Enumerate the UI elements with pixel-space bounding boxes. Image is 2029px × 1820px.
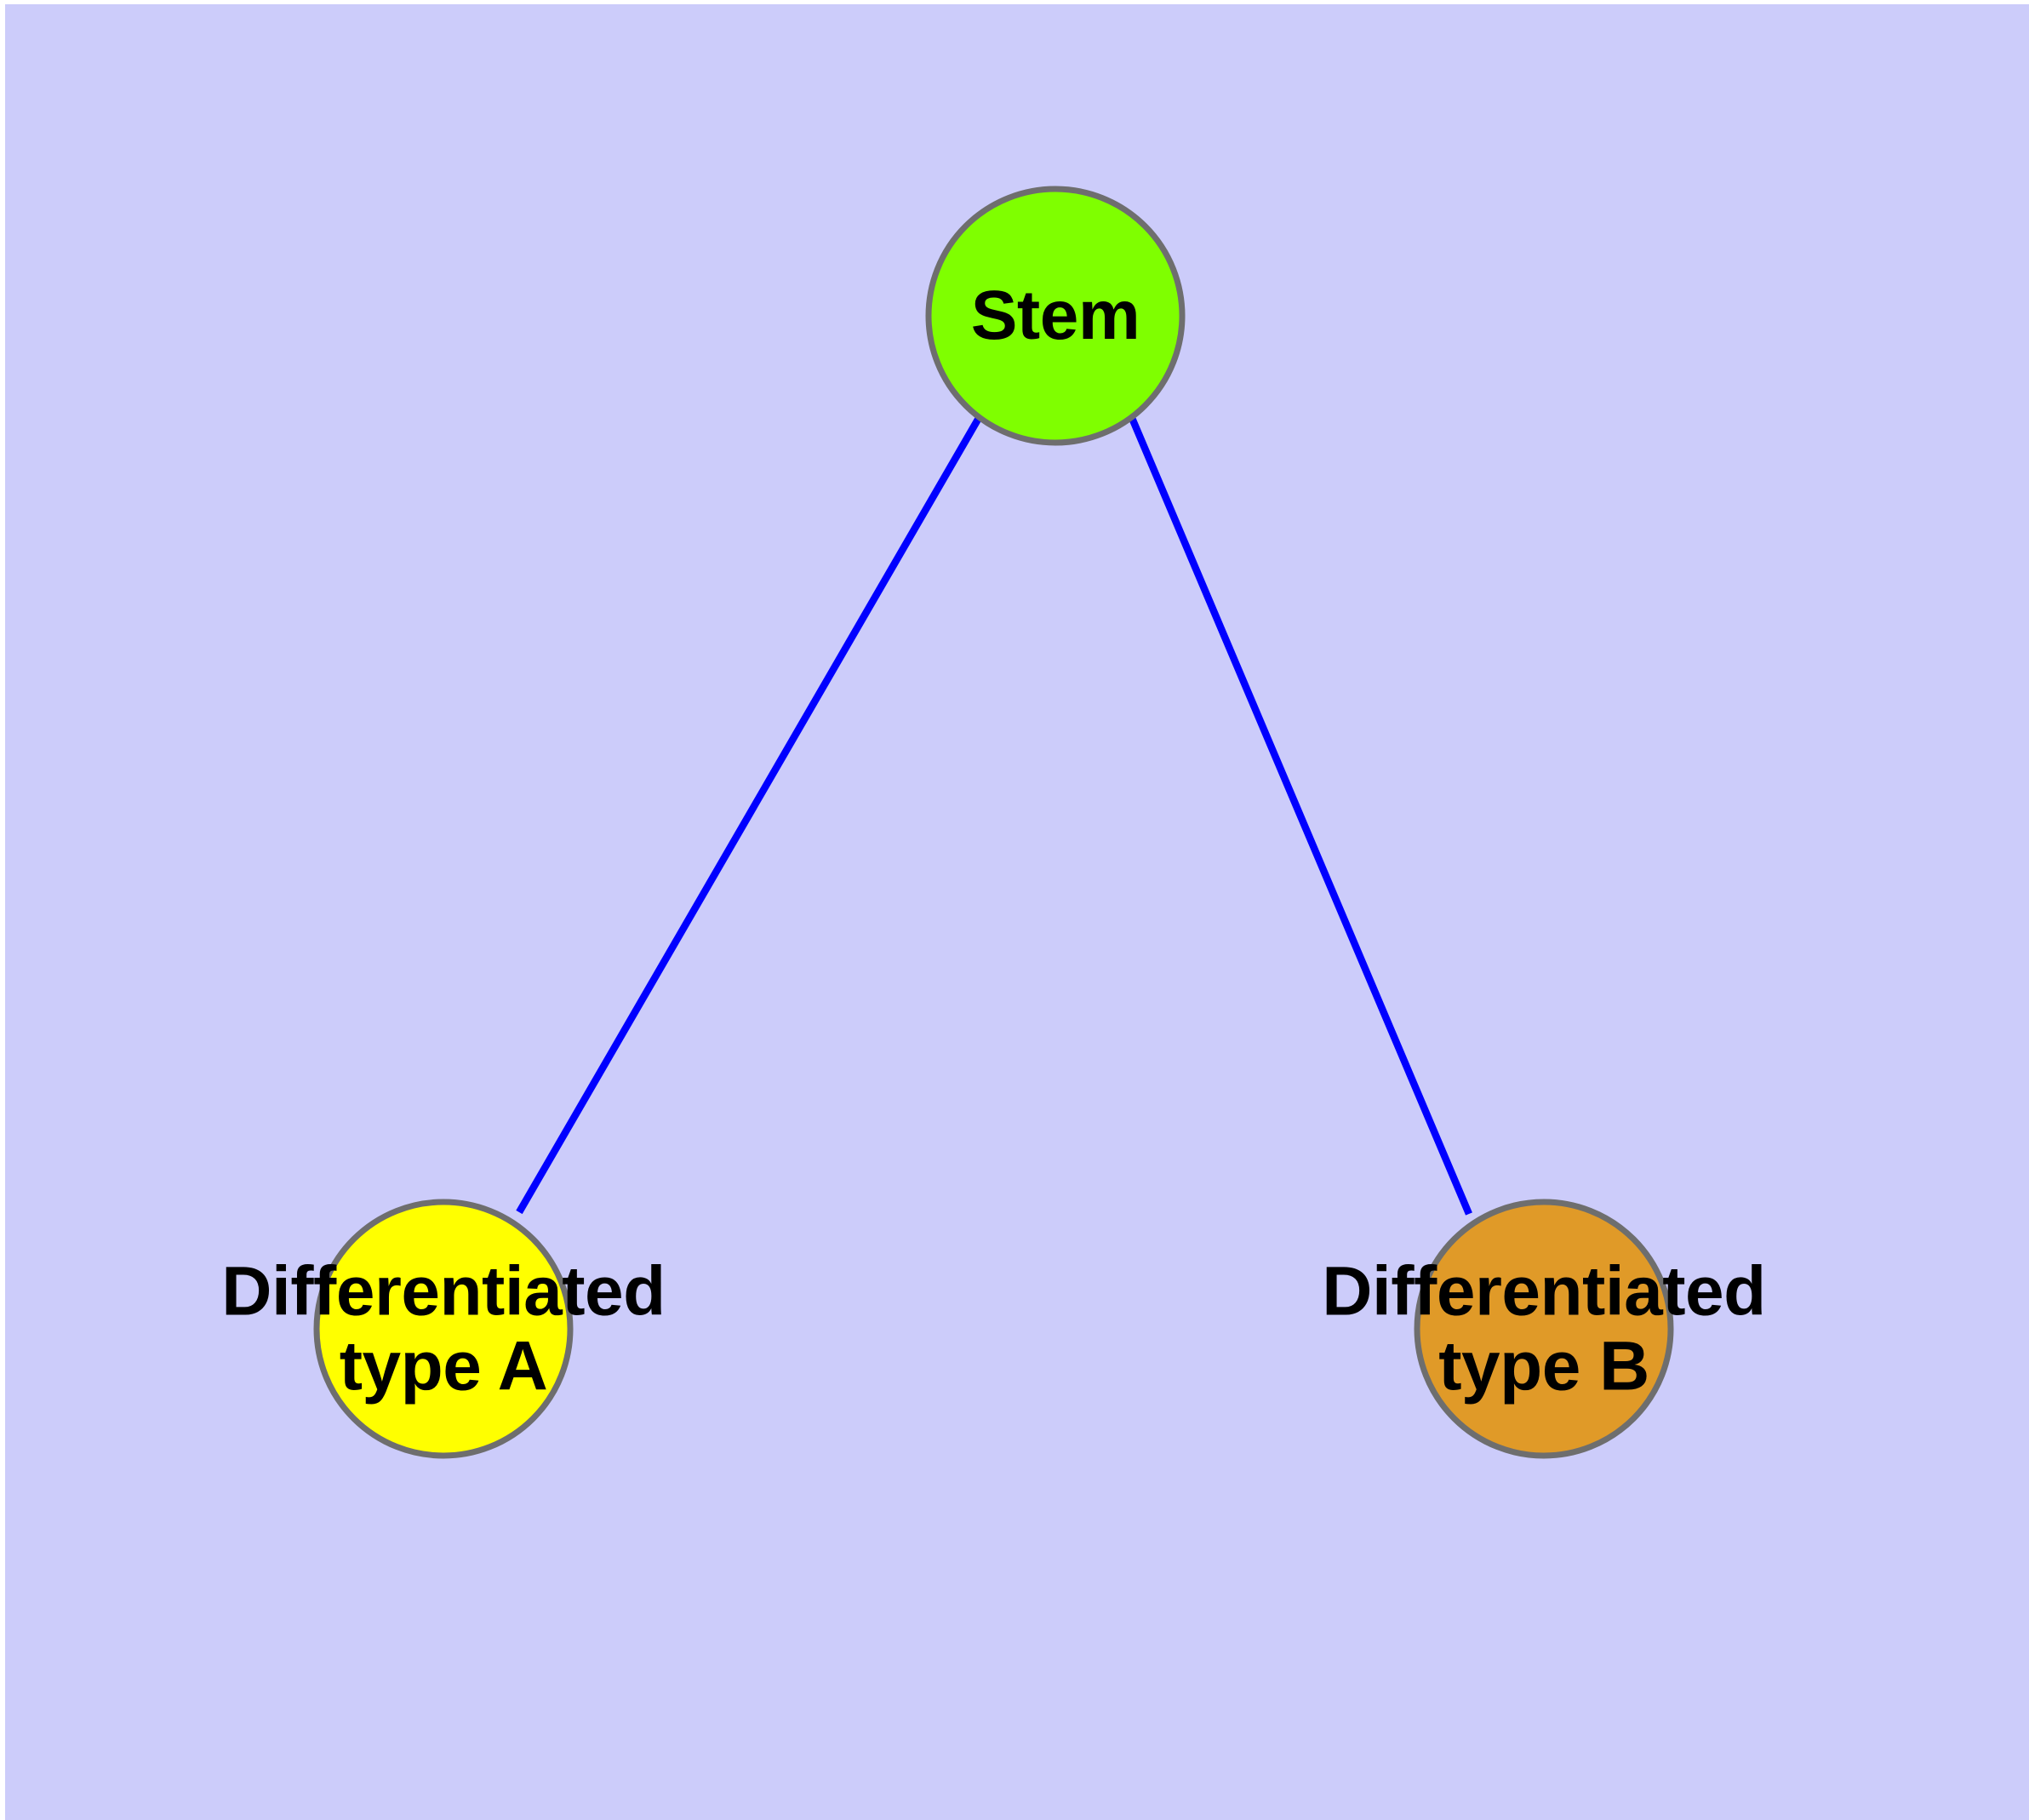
node-differentiated-type-b[interactable] bbox=[1414, 1199, 1674, 1459]
node-stem[interactable] bbox=[925, 186, 1186, 446]
edge-stem-to-differentiated-type-b bbox=[1129, 416, 1472, 1216]
edge-stem-to-differentiated-type-a bbox=[516, 415, 982, 1215]
edge-layer bbox=[516, 415, 1472, 1216]
node-layer bbox=[313, 186, 1674, 1459]
node-differentiated-type-a[interactable] bbox=[313, 1199, 574, 1459]
